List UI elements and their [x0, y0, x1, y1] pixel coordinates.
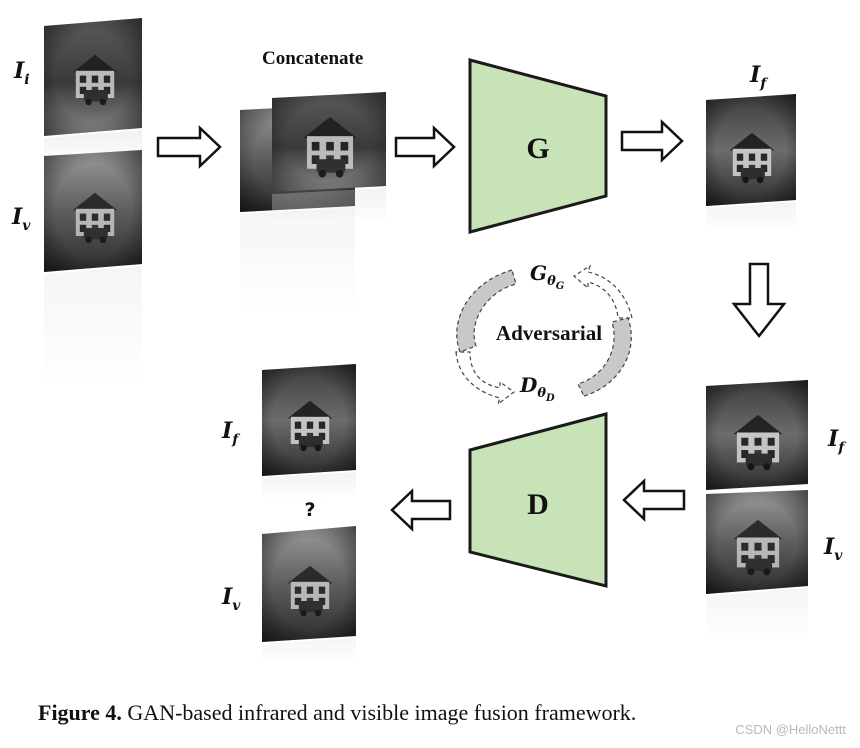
d-theta-label: DθD	[519, 373, 555, 404]
ir-input-image	[44, 18, 142, 136]
figure-caption: Figure 4. GAN-based infrared and visible…	[38, 700, 636, 726]
arrow-to-fused	[620, 119, 684, 163]
adversarial-label: Adversarial	[496, 321, 602, 345]
adversarial-arrow-lower-right	[577, 317, 632, 397]
concat-back-reflection	[240, 208, 355, 314]
fused-right-image	[706, 380, 808, 490]
arrow-down-to-discriminator-input	[731, 262, 787, 339]
g-theta-label: GθG	[530, 261, 565, 292]
vis-left-reflection	[262, 638, 356, 664]
vis-input-label: Iv	[11, 204, 31, 234]
fused-top-reflection	[706, 202, 796, 232]
adversarial-loop	[455, 264, 633, 406]
vis-input-reflection	[44, 266, 142, 386]
generator-block	[468, 58, 608, 234]
vis-input-image	[44, 150, 142, 272]
arrow-to-discriminator	[622, 478, 686, 522]
fused-right-label: If	[827, 426, 847, 456]
watermark: CSDN @HelloNettt	[735, 722, 846, 737]
ir-input-label: Ii	[13, 58, 30, 88]
figure-caption-text: GAN-based infrared and visible image fus…	[127, 700, 637, 725]
vis-right-label: Iv	[823, 534, 843, 564]
adversarial-arrow-left-lower	[455, 351, 516, 406]
fused-top-image	[706, 94, 796, 206]
fused-top-label: If	[749, 62, 769, 92]
discriminator-label: D	[527, 488, 549, 521]
discriminator-block	[468, 412, 608, 588]
arrow-to-generator	[394, 125, 456, 169]
concatenate-label: Concatenate	[262, 48, 363, 69]
vis-left-label: Iv	[221, 584, 241, 614]
adversarial-arrow-right-upper	[572, 264, 633, 319]
fused-left-image	[262, 364, 356, 476]
arrow-from-discriminator	[390, 488, 452, 532]
question-mark: ?	[304, 499, 315, 521]
vis-right-image	[706, 490, 808, 594]
fused-left-label: If	[221, 418, 241, 448]
arrow-to-concatenate	[156, 125, 222, 169]
fused-left-reflection	[262, 472, 356, 500]
concat-front-image	[272, 92, 386, 192]
vis-left-image	[262, 526, 356, 642]
concat-front-reflection	[272, 188, 386, 226]
vis-right-reflection	[706, 588, 808, 640]
figure-caption-prefix: Figure 4.	[38, 700, 122, 725]
generator-label: G	[526, 132, 549, 165]
